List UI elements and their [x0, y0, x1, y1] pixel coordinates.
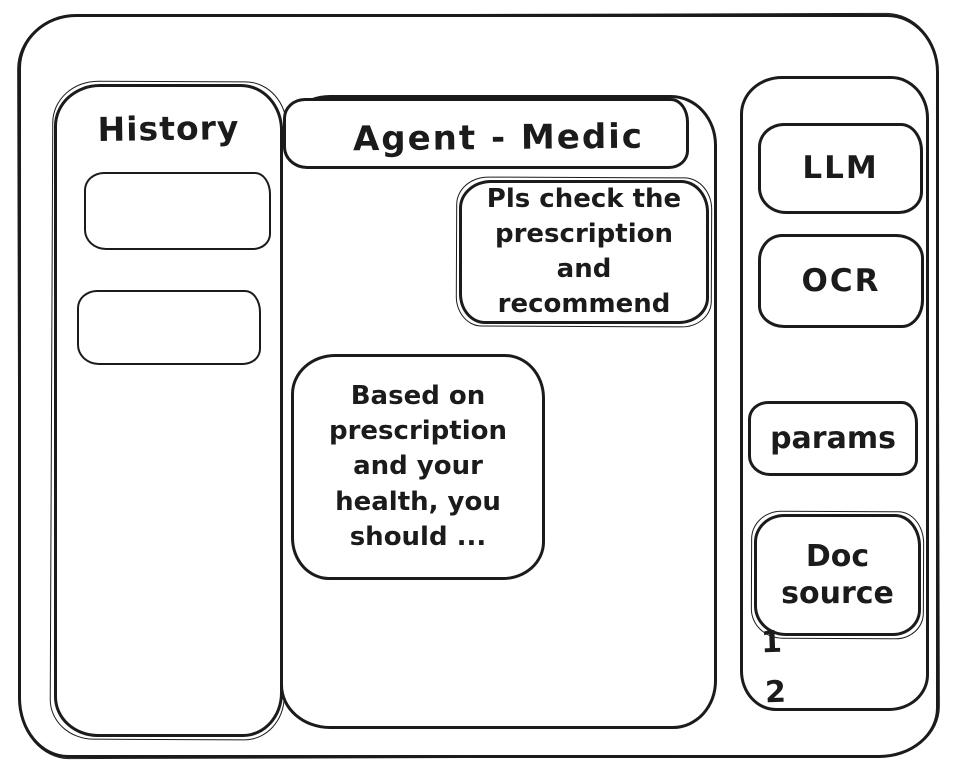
params-button[interactable]: params: [748, 401, 918, 476]
llm-button-label: LLM: [802, 150, 879, 187]
app-frame: History Agent - Medic Pls check the pres…: [18, 14, 939, 758]
chat-title: Agent - Medic: [352, 116, 645, 160]
params-button-label: params: [770, 420, 896, 456]
llm-button[interactable]: LLM: [758, 123, 923, 214]
assistant-message-bubble: Based on prescription and your health, y…: [291, 354, 545, 580]
user-message-bubble: Pls check the prescription and recommend: [459, 180, 709, 324]
ocr-button[interactable]: OCR: [758, 234, 924, 328]
message-input[interactable]: [283, 98, 689, 169]
annotation-1: 1: [760, 624, 783, 661]
history-panel: History: [54, 84, 283, 737]
annotation-2: 2: [764, 674, 787, 711]
chat-panel: Agent - Medic Pls check the prescription…: [280, 95, 717, 729]
doc-source-button-label: Doc source: [781, 538, 894, 612]
assistant-message-text: Based on prescription and your health, y…: [328, 381, 507, 552]
history-item[interactable]: [84, 172, 271, 250]
tools-panel: LLM OCR params Doc source 1 2: [740, 76, 929, 711]
doc-source-button[interactable]: Doc source: [754, 514, 921, 636]
history-item[interactable]: [77, 290, 261, 365]
history-title: History: [97, 108, 240, 149]
ocr-button-label: OCR: [801, 262, 881, 299]
user-message-text: Pls check the prescription and recommend: [486, 183, 682, 320]
